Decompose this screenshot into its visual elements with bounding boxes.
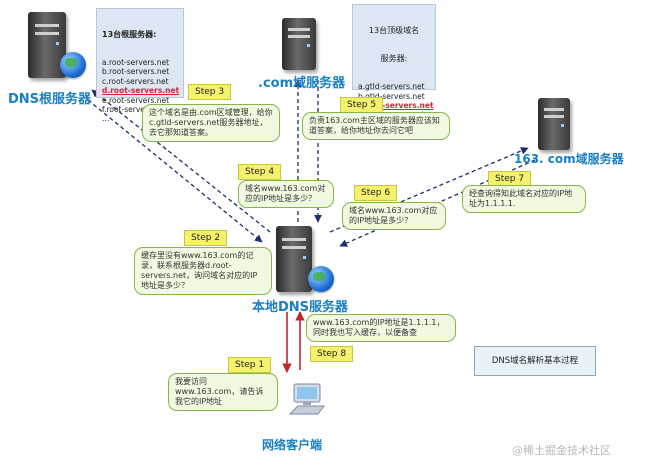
s163-server-title: 163. com域服务器: [514, 152, 624, 166]
server-list-entry: b.gtld-servers.net: [358, 91, 425, 101]
com-server-icon: [282, 18, 316, 70]
server-list-entry: d.root-servers.net: [102, 86, 180, 96]
server-list-entry: a.gtld-servers.net: [358, 82, 425, 92]
step2-bubble: 缓存里没有www.163.com的记录，联系根服务器d.root-servers…: [134, 247, 272, 295]
com-server-title: .com域服务器: [258, 76, 346, 91]
step3-bubble: 这个域名是由.com区域管理，给你c.gtld-servers.net服务器地址…: [142, 104, 280, 142]
server-list-entry: f.root-servers.net: [102, 105, 167, 115]
step4-label: Step 4: [238, 164, 282, 180]
step2-label: Step 2: [184, 230, 228, 246]
step8-bubble: www.163.com的IP地址是1.1.1.1，同时我也写入缓存，以便备查: [306, 314, 456, 342]
step6-bubble: 域名www.163.com对应的IP地址是多少？: [342, 202, 446, 230]
step1-bubble: 我要访问www.163.com，请告诉我它的IP地址: [168, 373, 278, 411]
step1-label: Step 1: [228, 357, 272, 373]
globe-icon: [60, 52, 86, 78]
client-title: 网络客户端: [262, 438, 323, 452]
step5-bubble: 负责163.com主区域的服务器应该知道答案，给你地址你去问它吧: [302, 112, 450, 140]
root-list-header: 13台根服务器:: [102, 29, 157, 39]
server-list-entry: b.root-servers.net: [102, 67, 170, 77]
com-list-header-2: 服务器:: [380, 54, 408, 64]
globe-icon: [308, 266, 334, 292]
computer-icon: [288, 383, 325, 415]
server-list-entry: …: [102, 114, 110, 124]
watermark: @稀土掘金技术社区: [512, 444, 611, 457]
local-server-icon: [276, 226, 312, 292]
local-server-title: 本地DNS服务器: [252, 300, 349, 315]
com-list-header-1: 13台顶级域名: [368, 25, 420, 35]
step6-label: Step 6: [354, 185, 398, 201]
arrow-step2: [91, 89, 271, 233]
step4-bubble: 域名www.163.com对应的IP地址是多少？: [238, 180, 334, 208]
root-server-icon: [28, 12, 66, 78]
step8-label: Step 8: [310, 346, 354, 362]
diagram-caption: DNS域名解析基本过程: [474, 346, 596, 376]
server-list-entry: a.root-servers.net: [102, 58, 170, 68]
server-list-entry: e.root-servers.net: [102, 95, 170, 105]
step5-label: Step 5: [340, 97, 384, 113]
root-server-title: DNS根服务器: [8, 92, 92, 107]
s163-server-icon: [538, 98, 570, 150]
step7-bubble: 经查询得知此域名对应的IP地址为1.1.1.1.: [462, 185, 586, 213]
server-list-entry: c.root-servers.net: [102, 76, 169, 86]
arrow-step3: [87, 99, 263, 243]
server-list-entry: c.gtld-servers.net: [358, 101, 434, 111]
step3-label: Step 3: [188, 84, 232, 100]
